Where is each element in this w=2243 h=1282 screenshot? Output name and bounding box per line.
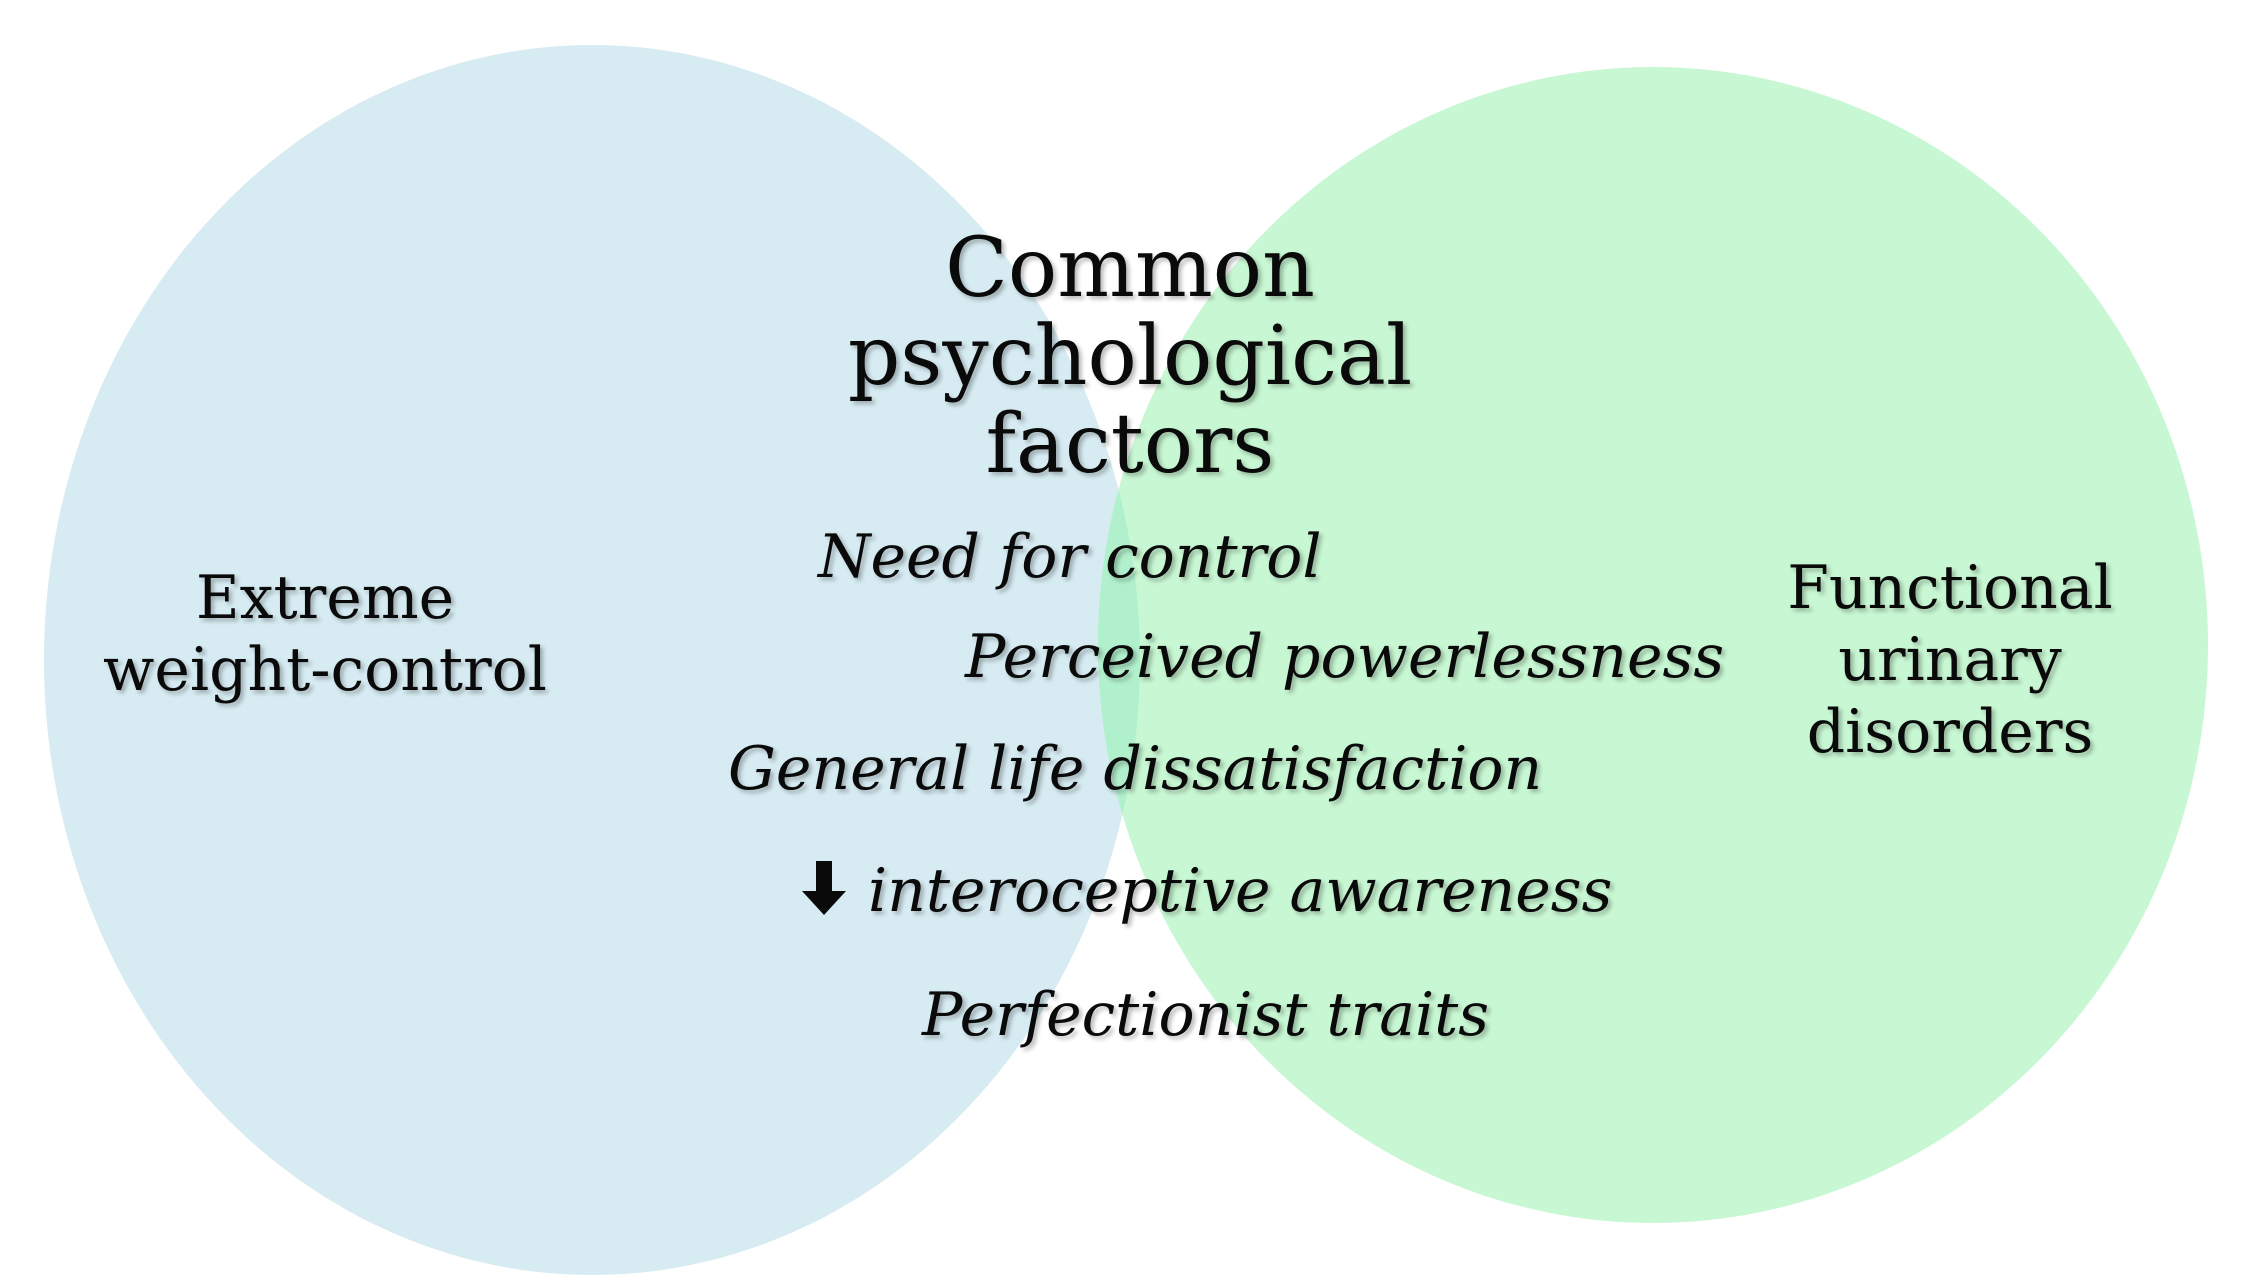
factor-item: Perfectionist traits xyxy=(922,980,1489,1050)
factor-item: Need for control xyxy=(818,522,1322,592)
factor-text: General life dissatisfaction xyxy=(728,734,1543,804)
factor-item: Perceived powerlessness xyxy=(965,622,1724,692)
intersection-title-line: psychological xyxy=(847,309,1413,404)
set-right-ellipse xyxy=(1098,67,2208,1223)
factor-item: interoceptive awareness xyxy=(800,856,1612,926)
factor-text: Need for control xyxy=(818,522,1322,592)
set-right-label: Functional urinary disorders xyxy=(1740,552,2160,768)
intersection-title-line: Common xyxy=(945,221,1315,316)
set-left-ellipse xyxy=(44,45,1140,1275)
set-right-label-line: Functional xyxy=(1787,553,2113,623)
set-left-label-line: Extreme xyxy=(195,563,455,633)
factor-text: Perceived powerlessness xyxy=(965,622,1725,692)
set-left-label: Extreme weight-control xyxy=(60,562,590,706)
intersection-title: Common psychological factors xyxy=(830,225,1430,489)
factor-text: Perfectionist traits xyxy=(922,980,1490,1050)
set-left-label-line: weight-control xyxy=(103,635,547,705)
factor-text: interoceptive awareness xyxy=(868,856,1613,926)
down-arrow-icon xyxy=(802,861,846,915)
factor-item: General life dissatisfaction xyxy=(728,734,1542,804)
set-right-label-line: disorders xyxy=(1806,697,2094,767)
set-right-label-line: urinary xyxy=(1838,625,2062,695)
intersection-title-line: factors xyxy=(985,397,1275,492)
